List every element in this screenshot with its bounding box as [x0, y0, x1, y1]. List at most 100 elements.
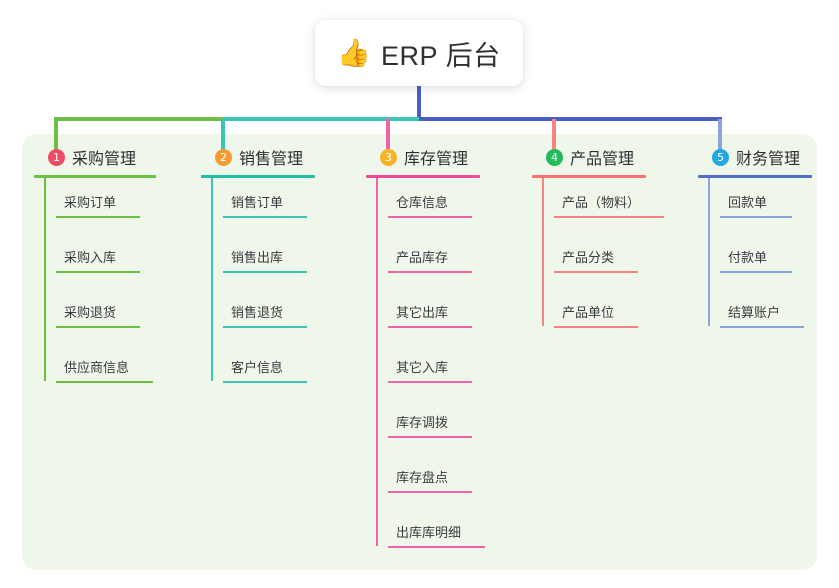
branch-underline-2: [201, 175, 315, 178]
leaf-underline: [554, 216, 664, 218]
leaf-underline: [56, 216, 140, 218]
leaf-underline: [388, 271, 472, 273]
branch-column-5: 5 财务管理回款单付款单结算账户: [698, 146, 812, 343]
leaf-spine-4: [542, 178, 544, 326]
leaf-label: 采购入库: [64, 250, 117, 265]
leaf-item[interactable]: 仓库信息: [366, 178, 480, 233]
leaf-item[interactable]: 销售出库: [201, 233, 315, 288]
leaf-item[interactable]: 采购入库: [34, 233, 156, 288]
branch-badge-2: 2: [215, 148, 232, 166]
branch-header-5[interactable]: 5 财务管理: [698, 146, 812, 168]
branch-badge-1: 1: [48, 148, 65, 166]
root-node[interactable]: 👍 ERP 后台: [315, 20, 523, 86]
leaf-item[interactable]: 产品库存: [366, 233, 480, 288]
leaf-underline: [720, 326, 804, 328]
leaf-spine-1: [44, 178, 46, 381]
branch-column-3: 3 库存管理仓库信息产品库存其它出库其它入库库存调拨库存盘点出库库明细: [366, 146, 485, 563]
branch-underline-3: [366, 175, 480, 178]
branch-title-2: 销售管理: [239, 151, 304, 168]
branch-title-1: 采购管理: [72, 151, 137, 168]
branch-badge-3: 3: [380, 148, 397, 166]
leaf-label: 结算账户: [728, 305, 781, 320]
branch-column-2: 2 销售管理销售订单销售出库销售退货客户信息: [201, 146, 315, 398]
leaf-item[interactable]: 采购订单: [34, 178, 156, 233]
leaf-label: 库存调拨: [396, 415, 449, 430]
leaf-underline: [56, 271, 140, 273]
leaf-item[interactable]: 库存盘点: [366, 453, 480, 508]
leaf-label: 其它入库: [396, 360, 449, 375]
leaf-underline: [720, 216, 792, 218]
leaf-spine-5: [708, 178, 710, 326]
branch-title-4: 产品管理: [570, 151, 635, 168]
leaf-item[interactable]: 销售退货: [201, 288, 315, 343]
leaf-item[interactable]: 出库库明细: [366, 508, 485, 563]
leaf-label: 付款单: [728, 250, 768, 265]
leaf-item[interactable]: 其它入库: [366, 343, 480, 398]
branch-column-4: 4 产品管理产品（物料） 产品分类产品单位: [532, 146, 664, 343]
leaf-list-5: 回款单付款单结算账户: [698, 178, 812, 343]
root-title: ERP 后台: [381, 40, 501, 71]
leaf-label: 产品分类: [562, 250, 615, 265]
leaf-underline: [388, 216, 472, 218]
leaf-item[interactable]: 回款单: [698, 178, 812, 233]
leaf-label: 仓库信息: [396, 195, 449, 210]
leaf-label: 销售退货: [231, 305, 284, 320]
leaf-item[interactable]: 采购退货: [34, 288, 156, 343]
leaf-list-1: 采购订单采购入库采购退货供应商信息: [34, 178, 156, 398]
branch-title-3: 库存管理: [404, 151, 469, 168]
leaf-label: 采购订单: [64, 195, 117, 210]
leaf-label: 其它出库: [396, 305, 449, 320]
leaf-label: 出库库明细: [396, 525, 462, 540]
leaf-label: 采购退货: [64, 305, 117, 320]
leaf-label: 客户信息: [231, 360, 284, 375]
leaf-label: 回款单: [728, 195, 768, 210]
leaf-underline: [554, 271, 638, 273]
branch-header-3[interactable]: 3 库存管理: [366, 146, 480, 168]
leaf-underline: [388, 326, 472, 328]
branch-header-2[interactable]: 2 销售管理: [201, 146, 315, 168]
leaf-item[interactable]: 客户信息: [201, 343, 315, 398]
branch-header-4[interactable]: 4 产品管理: [532, 146, 646, 168]
leaf-list-3: 仓库信息产品库存其它出库其它入库库存调拨库存盘点出库库明细: [366, 178, 485, 563]
branch-title-5: 财务管理: [736, 151, 801, 168]
leaf-item[interactable]: 其它出库: [366, 288, 480, 343]
leaf-item[interactable]: 供应商信息: [34, 343, 156, 398]
leaf-underline: [56, 326, 140, 328]
leaf-underline: [223, 216, 307, 218]
branch-underline-5: [698, 175, 812, 178]
leaf-label: 供应商信息: [64, 360, 130, 375]
leaf-item[interactable]: 销售订单: [201, 178, 315, 233]
leaf-underline: [720, 271, 792, 273]
leaf-list-2: 销售订单销售出库销售退货客户信息: [201, 178, 315, 398]
leaf-item[interactable]: 产品单位: [532, 288, 646, 343]
thumbs-up-icon: 👍: [337, 37, 372, 68]
leaf-label: 产品单位: [562, 305, 615, 320]
leaf-underline: [223, 326, 307, 328]
leaf-item[interactable]: 付款单: [698, 233, 812, 288]
leaf-spine-2: [211, 178, 213, 381]
leaf-label: 库存盘点: [396, 470, 449, 485]
leaf-underline: [223, 381, 307, 383]
leaf-item[interactable]: 结算账户: [698, 288, 812, 343]
leaf-underline: [388, 491, 472, 493]
branch-underline-4: [532, 175, 646, 178]
leaf-item[interactable]: 产品分类: [532, 233, 646, 288]
leaf-underline: [554, 326, 638, 328]
leaf-list-4: 产品（物料） 产品分类产品单位: [532, 178, 664, 343]
leaf-item[interactable]: 库存调拨: [366, 398, 480, 453]
leaf-label: 产品（物料）: [562, 195, 641, 210]
leaf-label: 销售出库: [231, 250, 284, 265]
branch-badge-5: 5: [712, 148, 729, 166]
leaf-underline: [388, 381, 472, 383]
branches-panel: [22, 134, 817, 570]
branch-badge-4: 4: [546, 148, 563, 166]
branch-header-1[interactable]: 1 采购管理: [34, 146, 156, 168]
leaf-label: 销售订单: [231, 195, 284, 210]
branch-underline-1: [34, 175, 156, 178]
branch-column-1: 1 采购管理采购订单采购入库采购退货供应商信息: [34, 146, 156, 398]
leaf-underline: [223, 271, 307, 273]
leaf-item[interactable]: 产品（物料）: [532, 178, 664, 233]
leaf-underline: [56, 381, 153, 383]
leaf-underline: [388, 546, 485, 548]
